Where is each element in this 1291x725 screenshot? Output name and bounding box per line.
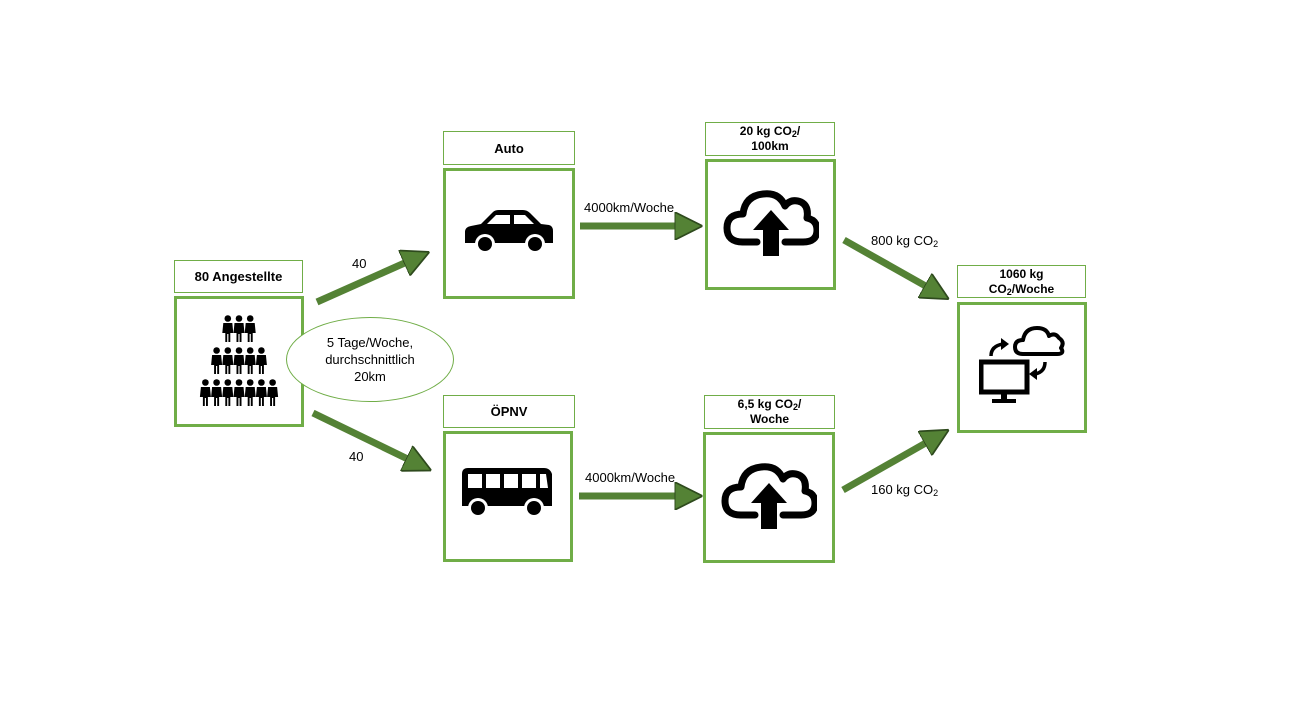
person-icon (244, 315, 256, 342)
transit-count: 40 (349, 449, 364, 464)
person-icon (255, 379, 267, 406)
person-icon (255, 347, 267, 374)
car-box (443, 168, 575, 299)
people-pyramid-icon (197, 311, 281, 412)
person-icon (199, 379, 211, 406)
car-emission: 800 kg CO2 (871, 233, 939, 249)
person-icon (211, 347, 223, 374)
arrow-transit-cloud-to-total (841, 436, 938, 494)
commute-note: 5 Tage/Woche, durchschnittlich 20km (286, 317, 454, 402)
person-icon (244, 347, 256, 374)
employees-box (174, 296, 304, 427)
person-icon (211, 379, 223, 406)
car-distance: 4000km/Woche (584, 200, 675, 215)
person-icon (222, 347, 234, 374)
transit-factor-label: 6,5 kg CO2/ Woche (704, 395, 835, 429)
computer-cloud-sync-icon (978, 324, 1065, 411)
transit-distance: 4000km/Woche (585, 470, 676, 485)
total-box (957, 302, 1087, 433)
transit-emission: 160 kg CO2 (871, 482, 939, 498)
transit-emission-box (703, 432, 835, 563)
arrow-employees-to-transit (311, 409, 420, 465)
cloud-upload-icon (721, 459, 819, 536)
arrow-car-cloud-to-total (842, 236, 938, 293)
car-label: Auto (443, 131, 575, 165)
employees-label: 80 Angestellte (174, 260, 303, 293)
person-icon (233, 315, 245, 342)
person-icon (222, 315, 234, 342)
person-icon (267, 379, 279, 406)
bus-icon (462, 468, 554, 525)
car-icon (463, 207, 555, 260)
person-icon (244, 379, 256, 406)
car-emission-box (705, 159, 836, 290)
cloud-upload-icon (723, 186, 820, 263)
transit-label: ÖPNV (443, 395, 575, 428)
person-icon (222, 379, 234, 406)
arrow-employees-to-car (315, 257, 418, 306)
car-count: 40 (352, 256, 367, 271)
person-icon (233, 379, 245, 406)
car-factor-label: 20 kg CO2/ 100km (705, 122, 835, 156)
person-icon (233, 347, 245, 374)
total-label: 1060 kg CO2/Woche (957, 265, 1086, 298)
transit-box (443, 431, 573, 562)
